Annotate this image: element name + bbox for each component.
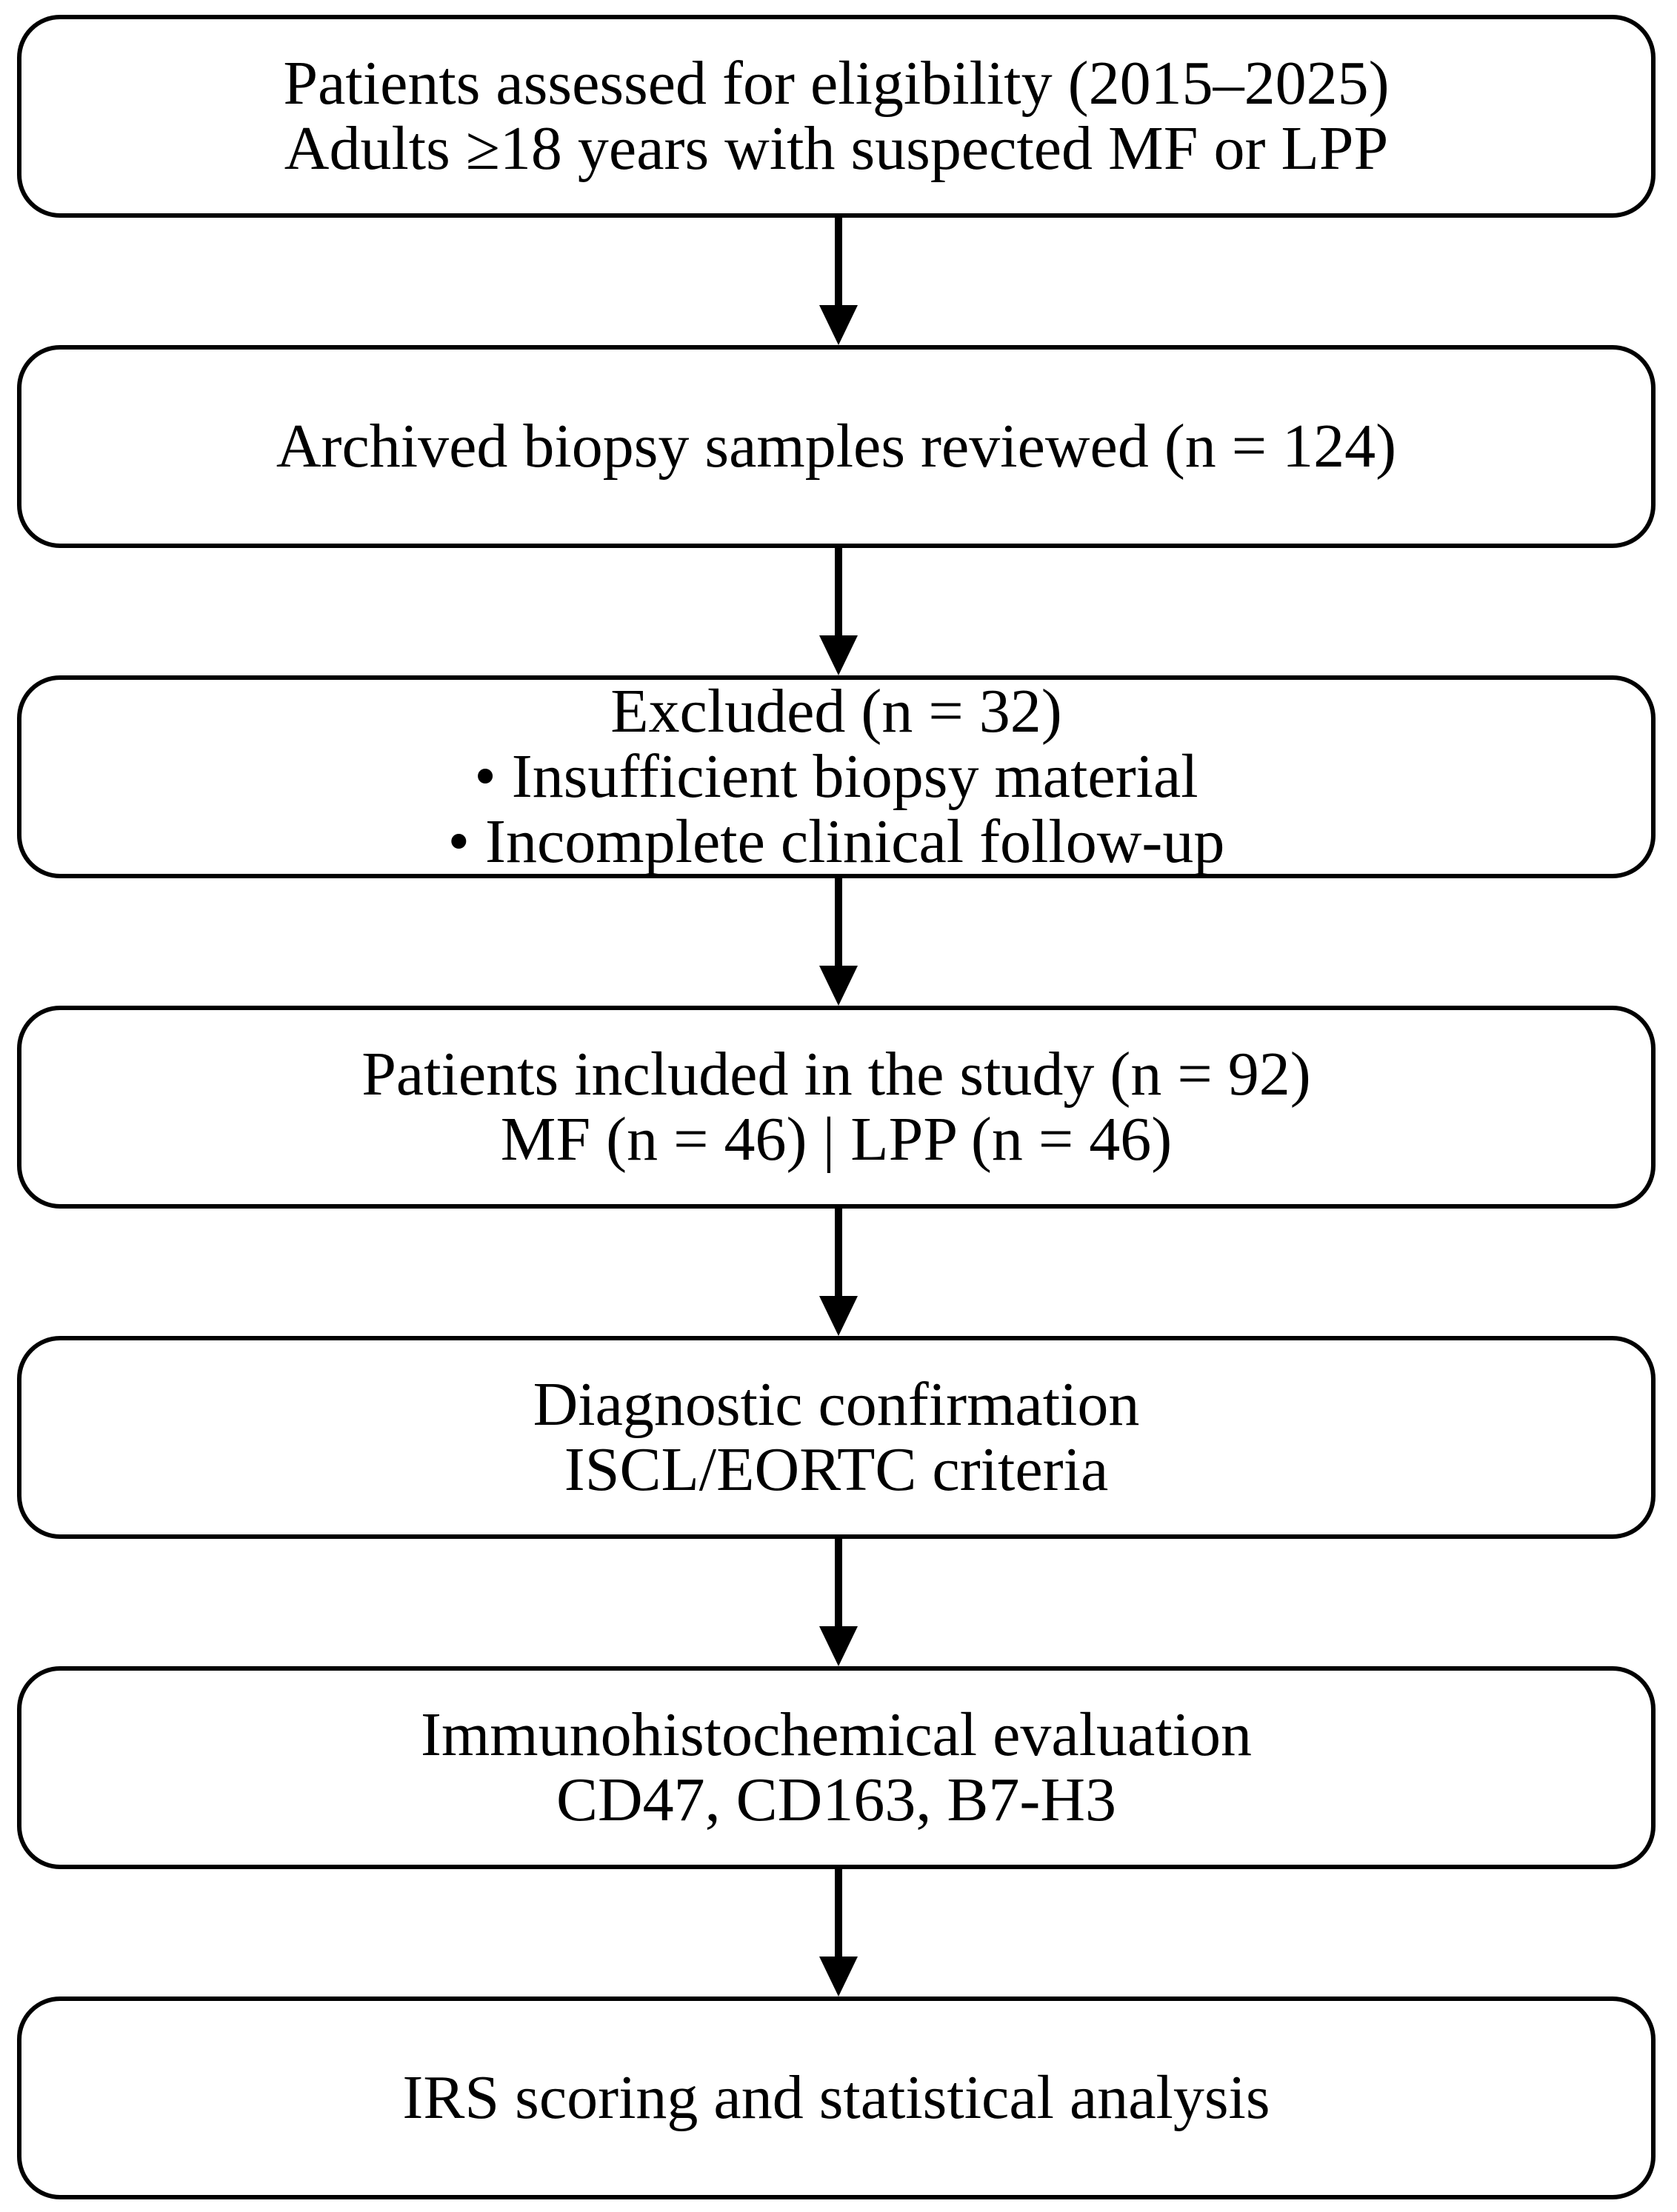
step-eligibility-line-1: Patients assessed for eligibility (2015–… — [283, 49, 1390, 118]
step-excluded-line-2: • Insufficient biopsy material — [474, 742, 1198, 811]
arrow-down-icon — [816, 548, 861, 675]
step-included-line-1: Patients included in the study (n = 92) — [361, 1040, 1311, 1109]
step-excluded-box: Excluded (n = 32) • Insufficient biopsy … — [17, 675, 1656, 878]
step-eligibility-box: Patients assessed for eligibility (2015–… — [17, 15, 1656, 218]
step-ihc-evaluation-line-2: CD47, CD163, B7-H3 — [556, 1765, 1117, 1834]
step-diagnostic-confirmation-line-1: Diagnostic confirmation — [533, 1370, 1140, 1439]
step-included-line-2: MF (n = 46) | LPP (n = 46) — [500, 1105, 1173, 1174]
step-ihc-evaluation-box: Immunohistochemical evaluation CD47, CD1… — [17, 1666, 1656, 1869]
step-irs-scoring-box: IRS scoring and statistical analysis — [17, 1997, 1656, 2199]
step-eligibility-line-2: Adults ≥18 years with suspected MF or LP… — [284, 114, 1389, 183]
step-diagnostic-confirmation-box: Diagnostic confirmation ISCL/EORTC crite… — [17, 1336, 1656, 1539]
step-excluded-line-1: Excluded (n = 32) — [610, 677, 1062, 746]
step-biopsy-review-line-1: Archived biopsy samples reviewed (n = 12… — [276, 412, 1397, 481]
step-included-box: Patients included in the study (n = 92) … — [17, 1006, 1656, 1209]
step-biopsy-review-box: Archived biopsy samples reviewed (n = 12… — [17, 345, 1656, 548]
arrow-down-icon — [816, 218, 861, 345]
step-ihc-evaluation-line-1: Immunohistochemical evaluation — [420, 1700, 1253, 1769]
arrow-down-icon — [816, 878, 861, 1006]
step-diagnostic-confirmation-line-2: ISCL/EORTC criteria — [564, 1435, 1109, 1504]
step-excluded-line-3: • Incomplete clinical follow-up — [447, 807, 1225, 876]
arrow-down-icon — [816, 1869, 861, 1997]
step-irs-scoring-line-1: IRS scoring and statistical analysis — [402, 2063, 1270, 2132]
arrow-down-icon — [816, 1209, 861, 1336]
arrow-down-icon — [816, 1539, 861, 1666]
